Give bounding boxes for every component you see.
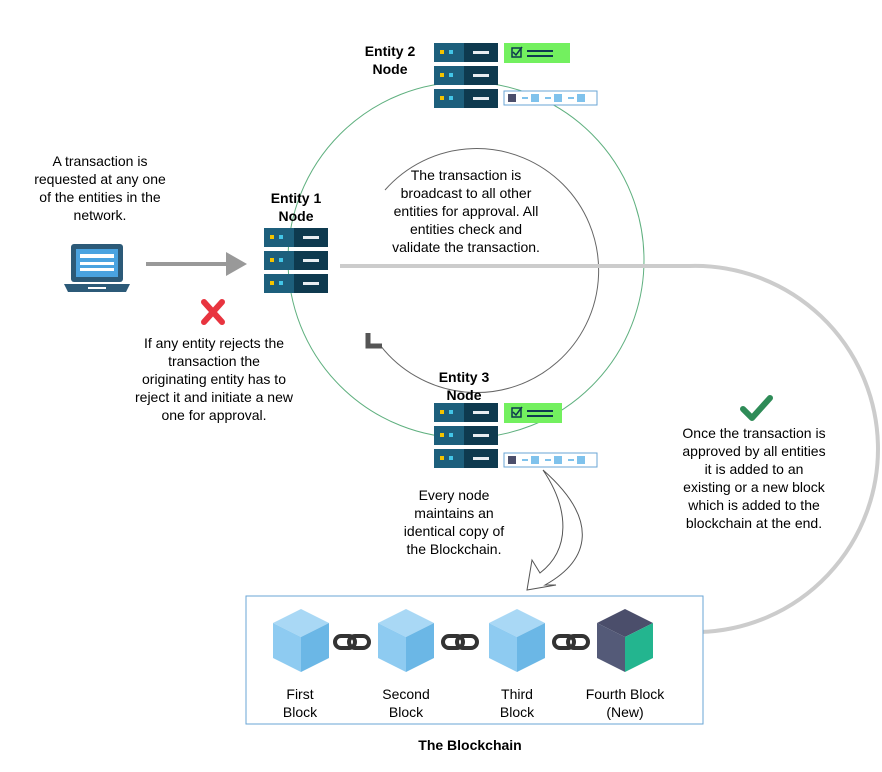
block-label-4: Fourth Block (New) [585,686,665,720]
chain-link-icon-1 [333,634,371,650]
chain-link-icon-2 [441,634,479,650]
copy-arrow [526,469,583,591]
entity-3-server-icon [434,403,498,468]
block-cube-icon-1 [273,609,329,672]
copy-note: Every node maintains an identical copy o… [403,487,505,557]
block-label-2: Second Block [382,686,430,720]
reject-note: If any entity rejects the transaction th… [135,335,293,423]
red-x-icon [201,299,225,325]
block-cube-icon-2 [378,609,434,672]
broadcast-curve [379,148,600,394]
block-cube-icon-3 [489,609,545,672]
block-cube-icon-4-new [597,609,653,672]
laptop-icon [64,244,130,292]
request-note: A transaction is requested at any one of… [34,153,166,223]
request-arrow-head [226,252,247,276]
broadcast-arrowhead [365,333,382,349]
approved-note: Once the transaction is approved by all … [682,425,826,531]
green-check-icon [740,395,773,421]
entity-3-checklist-icon [504,403,562,423]
entity-1-label: Entity 1 Node [270,190,322,224]
block-label-3: Third Block [499,686,535,720]
entity-3-mini-blockchain-icon [503,452,598,468]
chain-link-icon-3 [552,634,590,650]
broadcast-note: The transaction is broadcast to all othe… [392,167,540,255]
entity-2-checklist-icon [504,43,570,63]
entity-2-label: Entity 2 Node [364,43,416,77]
entity-1-server-icon [264,228,328,293]
entity-3-label: Entity 3 Node [438,369,490,403]
entity-2-mini-blockchain-icon [503,90,598,106]
blockchain-title: The Blockchain [418,737,522,753]
block-label-1: First Block [282,686,318,720]
entity-2-server-icon [434,43,498,108]
approval-arrow [340,263,880,634]
